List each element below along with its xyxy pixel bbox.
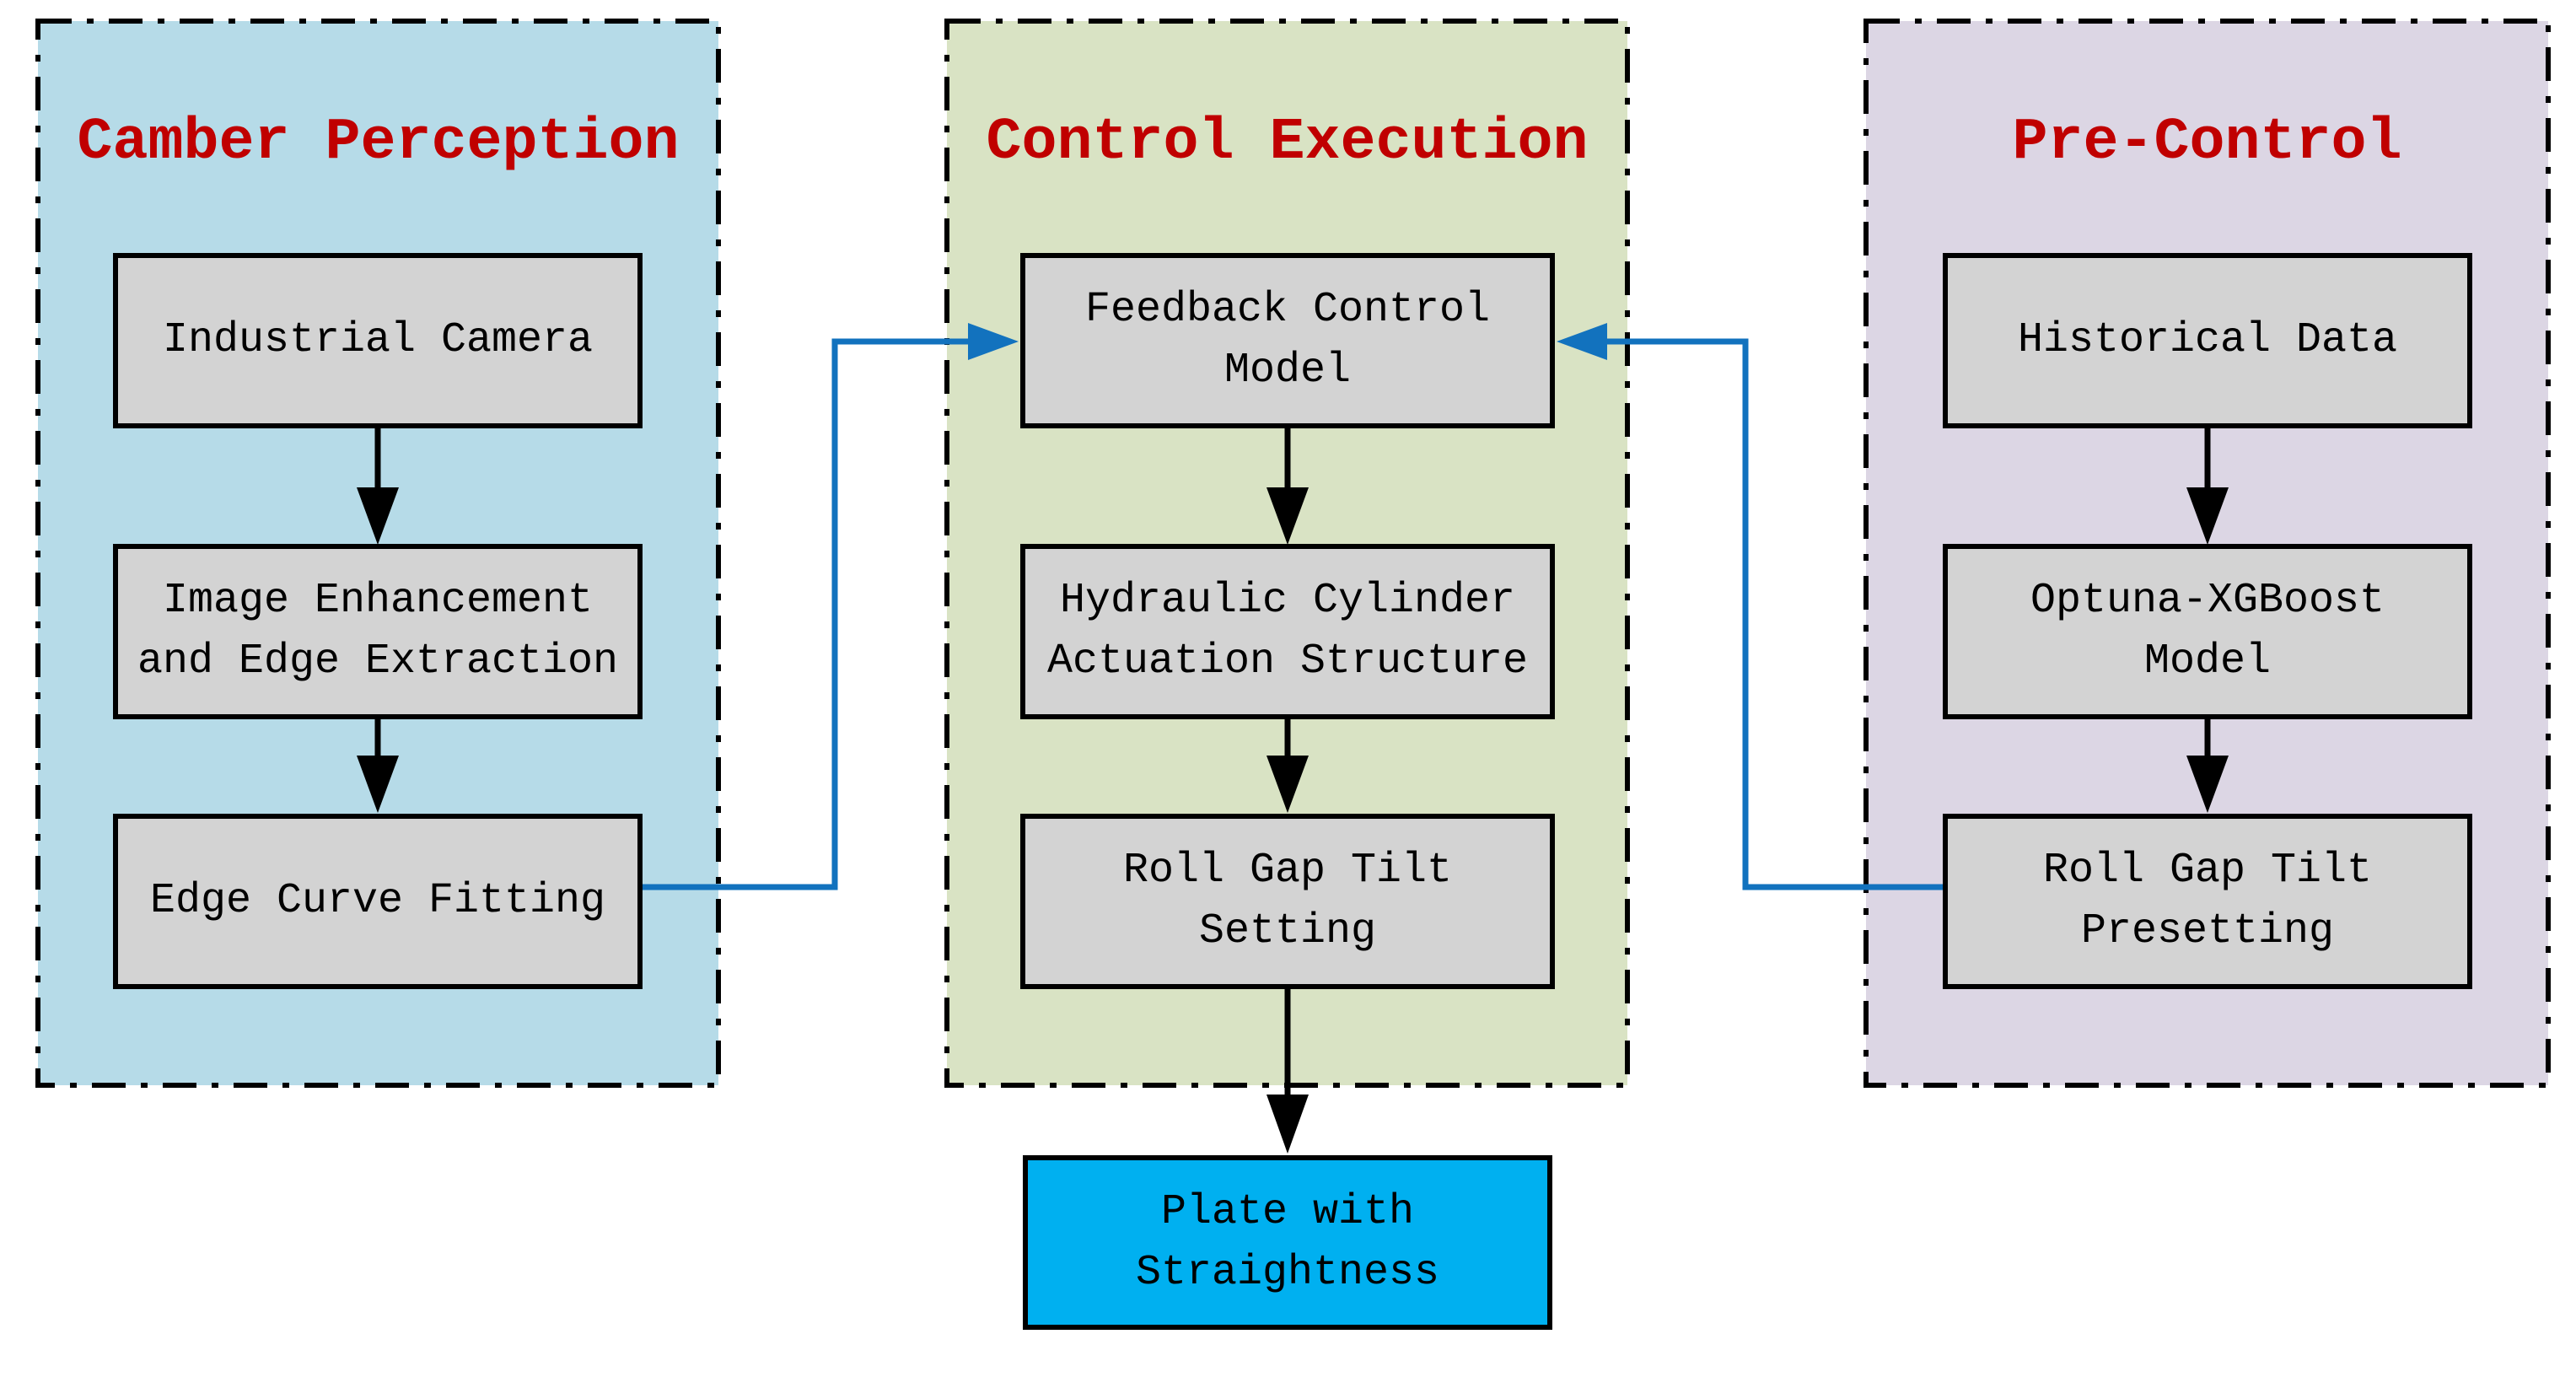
- box-label: Optuna-XGBoost: [2030, 577, 2385, 625]
- box-label: Edge Curve Fitting: [149, 877, 606, 925]
- box-label: Industrial Camera: [162, 316, 594, 364]
- box-label: Historical Data: [2017, 316, 2398, 364]
- box-label: Roll Gap Tilt: [1122, 847, 1453, 895]
- panel-title-control-execution: Control Execution: [986, 110, 1589, 176]
- box-label: Image Enhancement: [162, 577, 594, 625]
- box-image-enhancement-edge-extraction: Image Enhancement and Edge Extraction: [113, 544, 643, 719]
- box-label: Setting: [1198, 907, 1377, 955]
- box-historical-data: Historical Data: [1943, 253, 2472, 428]
- box-edge-curve-fitting: Edge Curve Fitting: [113, 814, 643, 989]
- box-label: Hydraulic Cylinder: [1059, 577, 1516, 625]
- panel-title-camber-perception: Camber Perception: [77, 110, 680, 176]
- box-industrial-camera: Industrial Camera: [113, 253, 643, 428]
- box-label: Plate with: [1160, 1187, 1415, 1236]
- box-label: Actuation Structure: [1046, 637, 1529, 686]
- box-roll-gap-tilt-presetting: Roll Gap Tilt Presetting: [1943, 814, 2472, 989]
- box-roll-gap-tilt-setting: Roll Gap Tilt Setting: [1020, 814, 1555, 989]
- box-label: Model: [2143, 637, 2272, 686]
- box-label: Feedback Control: [1084, 286, 1491, 334]
- box-label: Presetting: [2080, 907, 2335, 955]
- box-hydraulic-cylinder-actuation: Hydraulic Cylinder Actuation Structure: [1020, 544, 1555, 719]
- panel-title-pre-control: Pre-Control: [2012, 110, 2402, 176]
- box-label: Roll Gap Tilt: [2042, 847, 2373, 895]
- box-plate-with-straightness: Plate with Straightness: [1023, 1155, 1552, 1330]
- box-feedback-control-model: Feedback Control Model: [1020, 253, 1555, 428]
- box-label: Straightness: [1135, 1248, 1440, 1297]
- box-label: Model: [1223, 347, 1352, 395]
- box-optuna-xgboost-model: Optuna-XGBoost Model: [1943, 544, 2472, 719]
- box-label: and Edge Extraction: [137, 637, 619, 686]
